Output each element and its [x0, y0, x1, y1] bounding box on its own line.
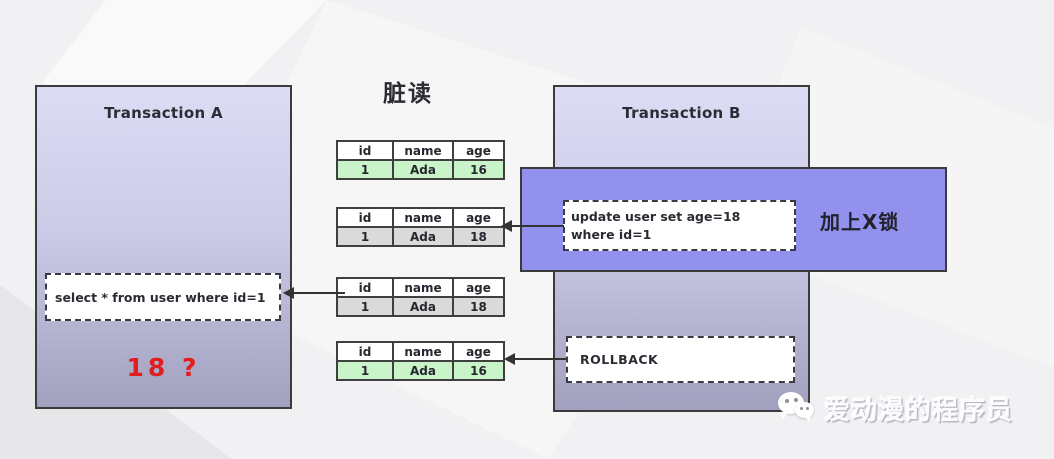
update-query-box: update user set age=18 where id=1 [563, 200, 796, 251]
result-table-after-update: id name age 1 Ada 18 [336, 207, 505, 247]
table-row: 1 Ada 18 [336, 296, 505, 317]
watermark: 爱动漫的程序员 [776, 388, 1013, 428]
rollback-text: ROLLBACK [580, 352, 659, 367]
cell-id: 1 [336, 226, 394, 247]
watermark-text: 爱动漫的程序员 [824, 396, 1014, 426]
table-row: 1 Ada 16 [336, 360, 505, 381]
select-query-text: select * from user where id=1 [55, 289, 266, 305]
table-header-id: id [336, 277, 394, 298]
table-header-name: name [392, 341, 454, 362]
arrow-rollback-to-table [515, 358, 566, 360]
result-table-initial: id name age 1 Ada 16 [336, 140, 505, 180]
x-lock-label: 加上X锁 [820, 210, 900, 234]
transaction-a-title: Transaction A [104, 104, 223, 122]
table-header-id: id [336, 207, 394, 228]
rollback-box: ROLLBACK [566, 336, 795, 383]
table-header-name: name [392, 140, 454, 161]
cell-name: Ada [392, 226, 454, 247]
select-query-box: select * from user where id=1 [45, 273, 281, 321]
table-header-age: age [452, 341, 505, 362]
cell-id: 1 [336, 296, 394, 317]
cell-age: 16 [452, 159, 505, 180]
arrow-left-icon [504, 353, 515, 365]
cell-age: 18 [452, 226, 505, 247]
arrow-table-to-select [294, 292, 345, 294]
arrow-left-icon [283, 287, 294, 299]
table-row: 1 Ada 18 [336, 226, 505, 247]
table-header-id: id [336, 140, 394, 161]
table-header-id: id [336, 341, 394, 362]
cell-name: Ada [392, 159, 454, 180]
arrow-left-icon [501, 220, 512, 232]
table-header-name: name [392, 277, 454, 298]
arrow-update-to-table [512, 225, 564, 227]
cell-id: 1 [336, 360, 394, 381]
cell-id: 1 [336, 159, 394, 180]
table-header-age: age [452, 207, 505, 228]
cell-age: 16 [452, 360, 505, 381]
update-query-text: update user set age=18 where id=1 [571, 209, 741, 243]
cell-name: Ada [392, 296, 454, 317]
result-table-after-rollback: id name age 1 Ada 16 [336, 341, 505, 381]
dirty-read-result: 18 ? [126, 353, 201, 382]
wechat-icon [776, 388, 818, 428]
diagram-title: 脏读 [383, 81, 433, 107]
result-table-dirty-read: id name age 1 Ada 18 [336, 277, 505, 317]
table-header-age: age [452, 140, 505, 161]
cell-age: 18 [452, 296, 505, 317]
table-header-age: age [452, 277, 505, 298]
transaction-b-title: Transaction B [622, 104, 741, 122]
cell-name: Ada [392, 360, 454, 381]
table-row: 1 Ada 16 [336, 159, 505, 180]
table-header-name: name [392, 207, 454, 228]
